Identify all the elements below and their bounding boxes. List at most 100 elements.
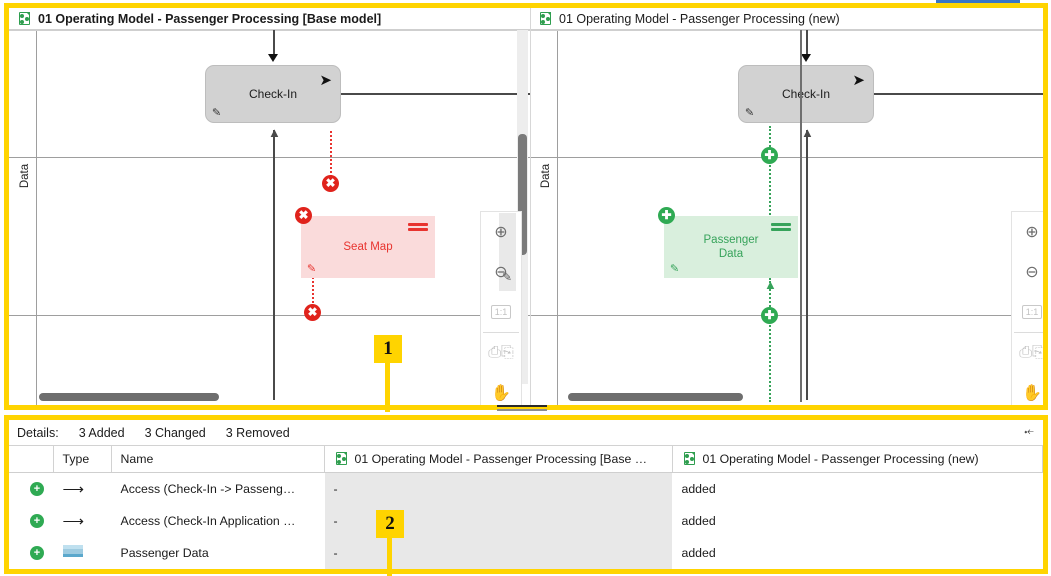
horizontal-splitter-handle[interactable] [497,404,547,413]
column-header-new-model[interactable]: 01 Operating Model - Passenger Processin… [672,446,1043,473]
marker-removed-2-base[interactable]: ✖ [295,207,312,224]
row-new-value-cell: added [681,513,716,528]
row-base-value-cell: - [323,536,672,569]
row-status-cell: + [9,537,53,569]
canvas-base[interactable]: Data Check-In ➤ ✎ ▲ [9,30,530,405]
annotation-stem-2 [387,535,392,576]
zoom-out-icon[interactable]: ⊖ [1025,264,1039,281]
status-added-icon: + [30,514,44,528]
zoom-actual-size-icon[interactable]: 1:1 [1012,292,1043,332]
toolbar-hover-highlight [499,213,516,291]
lane-header-column-new: Data [530,30,558,405]
details-summary-bar: Details: 3 Added 3 Changed 3 Removed ⤝ [9,420,1043,446]
canvas-new[interactable]: Data Check-In ➤ ✎ ▲ ▲ [530,30,1043,405]
details-count-changed[interactable]: 3 Changed [144,425,206,440]
pencil-icon[interactable]: ✎ [211,106,222,120]
pan-hand-icon[interactable]: ✋ [491,385,511,402]
fit-page-icon[interactable]: ⎙⎘ [1019,344,1043,361]
node-check-in-new[interactable]: Check-In ➤ ✎ [738,65,874,123]
canvas-toolbar-base[interactable]: ⊕ ⊖ 1:1 ⎙⎘ ✋ ✎ [480,211,522,405]
marker-removed-3-base[interactable]: ✖ [304,304,321,321]
lane-separator-top-new [530,30,1043,31]
lane-separator-mid-base [9,157,530,158]
arrowhead-into-checkin-base [268,54,278,62]
arrowhead-up-base: ▲ [268,125,281,140]
differences-table: Type Name 01 Operating Model - Passenger… [9,446,1043,569]
connector-vertical-base [273,130,275,400]
node-passenger-data-label-line1: Passenger [703,234,759,246]
annotation-callout-1: 1 [374,335,402,363]
pencil-icon[interactable]: ✎ [744,106,755,120]
row-name-cell: Passenger Data [120,545,209,560]
dotted-connector-removed-upper-base [330,131,332,189]
status-added-icon: + [30,546,44,560]
arrowhead-up-new: ▲ [801,125,814,140]
node-passenger-data-label-line2: Data [718,248,744,260]
lane-separator-bottom-new [530,315,1043,316]
data-object-icon [62,545,83,557]
row-new-value-cell: added [681,545,716,560]
zoom-in-icon[interactable]: ⊕ [494,224,508,241]
row-new-value-cell: added [681,481,716,496]
node-seat-map-label-base: Seat Map [343,241,393,253]
canvas-toolbar-new[interactable]: ⊕ ⊖ 1:1 ⎙⎘ ✋ [1011,211,1043,405]
row-status-cell: + [9,473,53,505]
pane-title-new: 01 Operating Model - Passenger Processin… [559,11,840,26]
dotted-connector-added-upper-new [769,126,771,219]
column-header-status[interactable] [9,446,54,473]
marker-added-2-new[interactable]: ✚ [658,207,675,224]
column-header-base-model[interactable]: 01 Operating Model - Passenger Processin… [323,446,673,473]
zoom-actual-size-icon[interactable]: 1:1 [481,292,521,332]
arrowhead-into-checkin-new [801,54,811,62]
toolbar-divider [1014,332,1043,333]
collapse-chevron-icon[interactable]: ⤝ [1024,424,1034,438]
zoom-in-icon[interactable]: ⊕ [1025,224,1039,241]
column-header-type[interactable]: Type [53,446,112,473]
pencil-icon[interactable]: ✎ [502,270,513,284]
diagram-pane-base: 01 Operating Model - Passenger Processin… [9,8,530,405]
connector-into-checkin-new [806,30,808,57]
model-document-icon [334,452,348,466]
data-object-badge-icon [771,223,791,233]
table-header-row: Type Name 01 Operating Model - Passenger… [9,446,1043,473]
row-name-cell: Access (Check-In -> Passeng… [120,481,296,496]
horizontal-scrollbar-thumb-base[interactable] [39,393,219,401]
marker-added-1-new[interactable]: ✚ [761,147,778,164]
node-check-in-base[interactable]: Check-In ➤ ✎ [205,65,341,123]
diagram-compare-area: 01 Operating Model - Passenger Processin… [9,8,1043,405]
diagram-pane-new: 01 Operating Model - Passenger Processin… [530,8,1043,405]
marker-added-3-new[interactable]: ✚ [761,307,778,324]
lane-header-column-base: Data [9,30,37,405]
connector-right-of-checkin-new [874,93,1043,95]
pane-splitter-vertical[interactable] [530,8,531,405]
pencil-icon[interactable]: ✎ [669,262,680,276]
pencil-icon[interactable]: ✎ [306,262,317,276]
relation-arrow-icon: ⟶ [62,480,85,498]
column-header-name[interactable]: Name [111,446,325,473]
connector-into-checkin-base [273,30,275,57]
row-type-cell: ⟶ [53,473,111,505]
marker-removed-1-base[interactable]: ✖ [322,175,339,192]
vertical-scrollbar-thumb-base[interactable] [518,134,527,255]
details-count-added[interactable]: 3 Added [78,425,125,440]
node-passenger-data-new[interactable]: Passenger Data ✎ [664,216,798,278]
zoom-out-icon[interactable]: ⊖ [494,264,508,281]
canvas-vertical-guide-new [800,30,802,402]
horizontal-scrollbar-thumb-new[interactable] [568,393,743,401]
row-status-cell: + [9,505,53,537]
lane-separator-top-base [9,30,530,31]
lane-separator-bottom-base [9,315,530,316]
fit-page-icon[interactable]: ⎙⎘ [488,344,514,361]
row-name-cell: Access (Check-In Application … [120,513,296,528]
pan-hand-icon[interactable]: ✋ [1022,385,1042,402]
table-row[interactable]: + ⟶ Access (Check-In Application … - add… [9,504,1043,537]
annotation-callout-2: 2 [376,510,404,538]
dotted-connector-removed-lower-base [312,274,314,318]
details-count-removed[interactable]: 3 Removed [225,425,290,440]
relation-arrow-icon: ⟶ [62,512,85,530]
node-seat-map-base[interactable]: Seat Map ✎ [301,216,435,278]
data-object-badge-icon [408,223,428,233]
connector-right-of-checkin-base [341,93,530,95]
table-row[interactable]: + Passenger Data - added [9,536,1043,569]
table-row[interactable]: + ⟶ Access (Check-In -> Passeng… - added [9,472,1043,505]
